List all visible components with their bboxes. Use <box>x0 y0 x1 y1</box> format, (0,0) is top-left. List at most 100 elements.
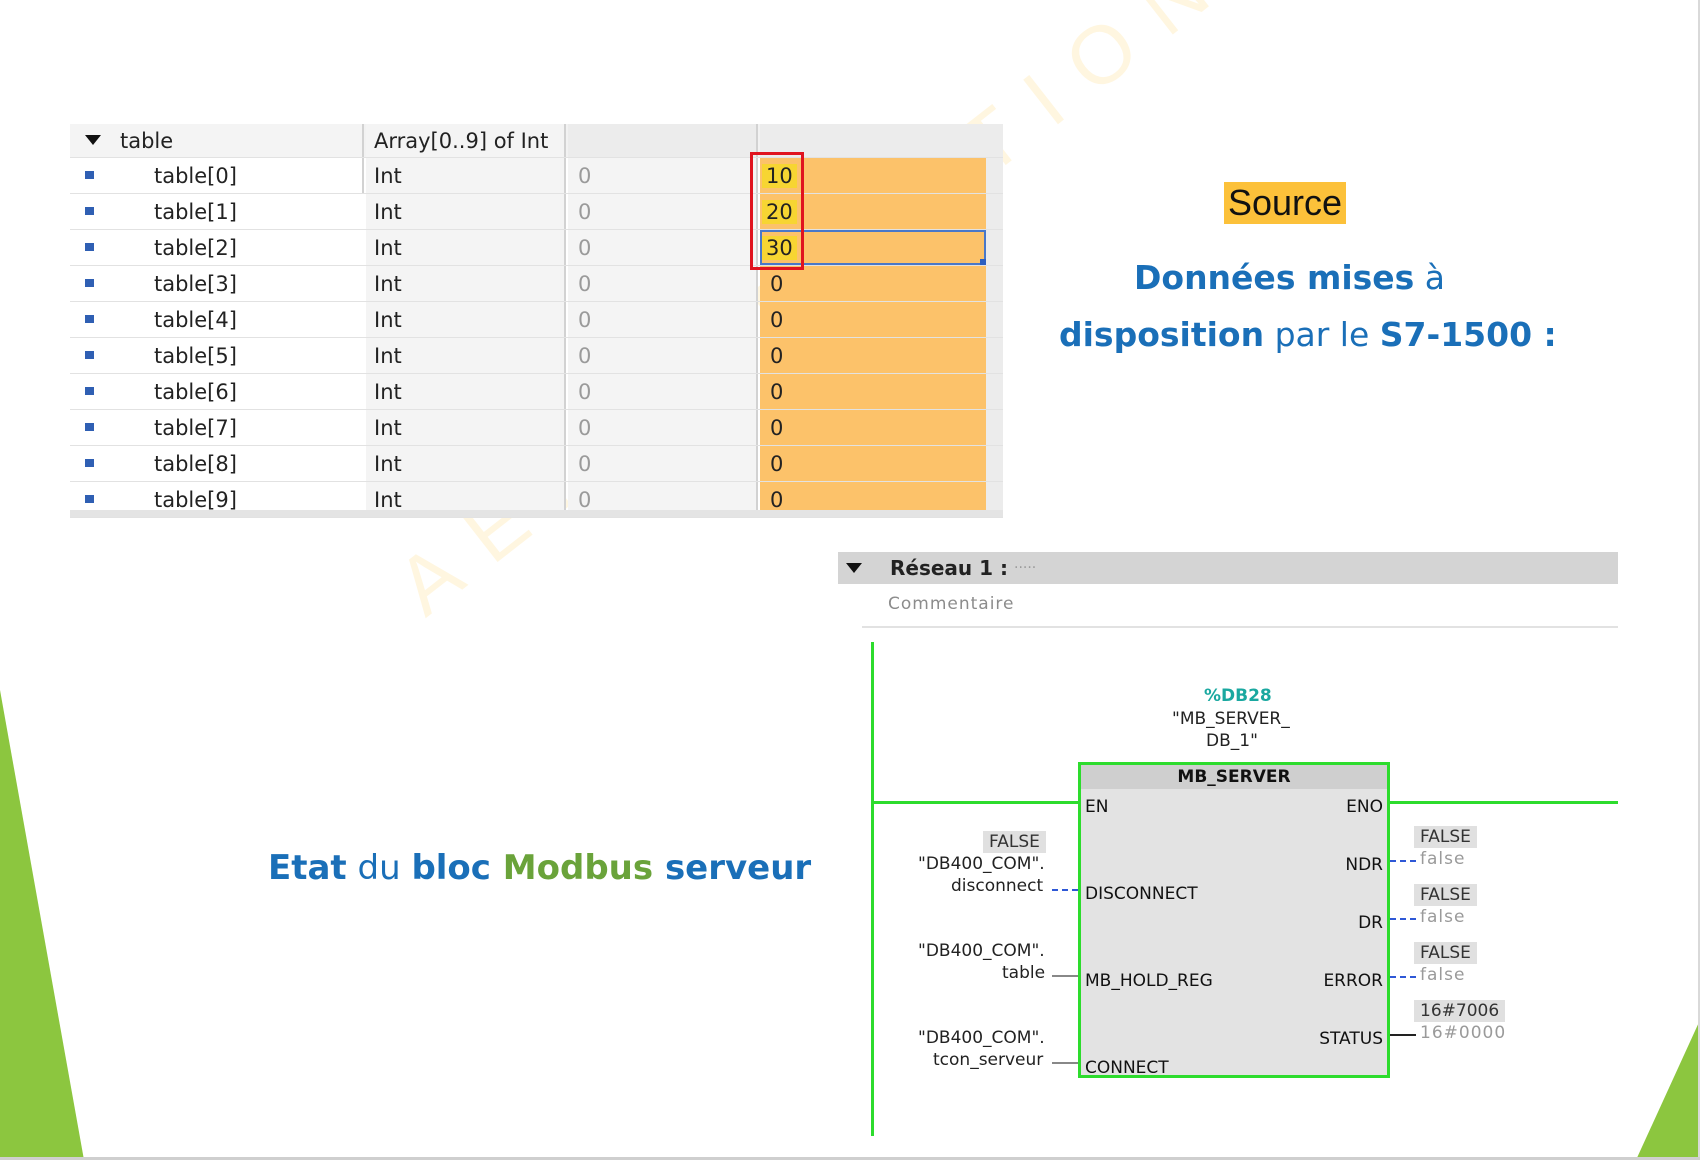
start-value: 0 <box>568 338 758 373</box>
pin-en: EN <box>1085 797 1109 817</box>
element-icon <box>85 387 94 395</box>
hold-reg-wire <box>1052 975 1078 977</box>
element-name: table[7] <box>154 415 237 440</box>
table-row[interactable]: table[1] Int 0 20 <box>70 194 1003 230</box>
hold-reg-operand[interactable]: "DB400_COM". <box>918 941 1045 961</box>
element-name: table[0] <box>154 163 237 188</box>
disconnect-operand-member[interactable]: disconnect <box>951 876 1044 896</box>
element-name: table[3] <box>154 271 237 296</box>
status-wire <box>1390 1034 1416 1036</box>
element-type: Int <box>366 374 566 409</box>
element-name: table[9] <box>154 487 237 512</box>
start-value: 0 <box>568 374 758 409</box>
pin-status: STATUS <box>1319 1029 1383 1049</box>
connect-operand[interactable]: "DB400_COM". <box>918 1028 1045 1048</box>
network-comment[interactable]: Commentaire <box>888 594 1015 614</box>
monitor-value[interactable]: 0 <box>760 266 986 301</box>
disconnect-live-value: FALSE <box>983 831 1046 853</box>
dr-operand[interactable]: false <box>1420 907 1466 927</box>
mb-server-block[interactable]: MB_SERVER EN ENO DISCONNECT MB_HOLD_REG … <box>1078 762 1390 1078</box>
table-row[interactable]: table[6] Int 0 0 <box>70 374 1003 410</box>
element-icon <box>85 207 94 215</box>
monitor-value: 30 <box>762 235 797 260</box>
disconnect-wire <box>1052 889 1078 891</box>
start-value: 0 <box>568 410 758 445</box>
pin-mb-hold-reg: MB_HOLD_REG <box>1085 971 1213 991</box>
element-type: Int <box>366 194 566 229</box>
table-row[interactable]: table[0] Int 0 10 <box>70 158 1003 194</box>
collapse-triangle-icon[interactable] <box>846 563 862 573</box>
network-title: Réseau 1 : <box>890 556 1009 580</box>
monitor-value[interactable]: 0 <box>760 446 986 481</box>
ndr-live-value: FALSE <box>1414 826 1477 848</box>
element-icon <box>85 351 94 359</box>
slide-edge <box>1698 0 1700 1160</box>
element-type: Int <box>366 446 566 481</box>
ndr-operand[interactable]: false <box>1420 849 1466 869</box>
eno-wire <box>1390 801 1618 804</box>
instance-db-address: %DB28 <box>1204 686 1272 706</box>
table-header-row[interactable]: table Array[0..9] of Int <box>70 124 1003 158</box>
element-type: Int <box>366 410 566 445</box>
table-row[interactable]: table[4] Int 0 0 <box>70 302 1003 338</box>
block-state-caption: Etat du bloc Modbus serveur <box>268 848 812 888</box>
element-name: table[1] <box>154 199 237 224</box>
element-type: Int <box>366 338 566 373</box>
decorative-green-triangle-left <box>0 690 84 1160</box>
error-live-value: FALSE <box>1414 942 1477 964</box>
connect-operand-member[interactable]: tcon_serveur <box>933 1050 1044 1070</box>
instance-db-name-cont[interactable]: DB_1" <box>1206 731 1258 751</box>
pin-connect: CONNECT <box>1085 1058 1169 1078</box>
element-name: table[2] <box>154 235 237 260</box>
table-row[interactable]: table[7] Int 0 0 <box>70 410 1003 446</box>
connect-wire <box>1052 1062 1078 1064</box>
monitor-value: 10 <box>762 163 797 188</box>
start-value: 0 <box>568 446 758 481</box>
element-icon <box>85 495 94 503</box>
source-label: Source <box>1224 182 1347 224</box>
table-row[interactable]: table[2] Int 0 30 <box>70 230 1003 266</box>
element-icon <box>85 423 94 431</box>
dr-wire <box>1390 918 1416 920</box>
block-title: MB_SERVER <box>1081 765 1387 789</box>
selection-handle[interactable] <box>980 259 986 265</box>
element-icon <box>85 171 94 179</box>
power-rail <box>871 642 874 1136</box>
network-header[interactable]: Réseau 1 : ..... <box>838 552 1618 584</box>
disconnect-operand[interactable]: "DB400_COM". <box>918 854 1045 874</box>
table-row[interactable]: table[3] Int 0 0 <box>70 266 1003 302</box>
slide-bottom-border <box>0 1157 1700 1160</box>
en-wire <box>871 801 1078 804</box>
table-scroll-edge <box>70 510 1003 517</box>
cell-selection <box>760 230 986 265</box>
monitor-value[interactable]: 0 <box>760 302 986 337</box>
highlight-frame <box>750 152 804 270</box>
element-icon <box>85 315 94 323</box>
monitor-value[interactable]: 0 <box>760 410 986 445</box>
error-operand[interactable]: false <box>1420 965 1466 985</box>
network-title-placeholder[interactable]: ..... <box>1014 556 1037 572</box>
status-operand[interactable]: 16#0000 <box>1420 1023 1507 1043</box>
monitor-value[interactable]: 0 <box>760 374 986 409</box>
table-row[interactable]: table[9] Int 0 0 <box>70 482 1003 518</box>
table-row[interactable]: table[8] Int 0 0 <box>70 446 1003 482</box>
pin-eno: ENO <box>1346 797 1383 817</box>
dr-live-value: FALSE <box>1414 884 1477 906</box>
collapse-triangle-icon[interactable] <box>85 135 101 145</box>
start-value: 0 <box>568 194 758 229</box>
description-line-1: Données mises à <box>1134 258 1446 297</box>
monitor-value[interactable]: 0 <box>760 338 986 373</box>
element-name: table[4] <box>154 307 237 332</box>
instance-db-name[interactable]: "MB_SERVER_ <box>1172 709 1290 729</box>
table-row[interactable]: table[5] Int 0 0 <box>70 338 1003 374</box>
pin-dr: DR <box>1358 913 1383 933</box>
element-name: table[8] <box>154 451 237 476</box>
hold-reg-operand-member[interactable]: table <box>1002 963 1046 983</box>
status-live-value: 16#7006 <box>1414 1000 1506 1022</box>
description-line-2: disposition par le S7-1500 : <box>1059 315 1557 354</box>
start-value: 0 <box>568 266 758 301</box>
start-value: 0 <box>568 302 758 337</box>
element-icon <box>85 279 94 287</box>
element-type: Int <box>366 158 566 193</box>
element-type: Int <box>366 230 566 265</box>
